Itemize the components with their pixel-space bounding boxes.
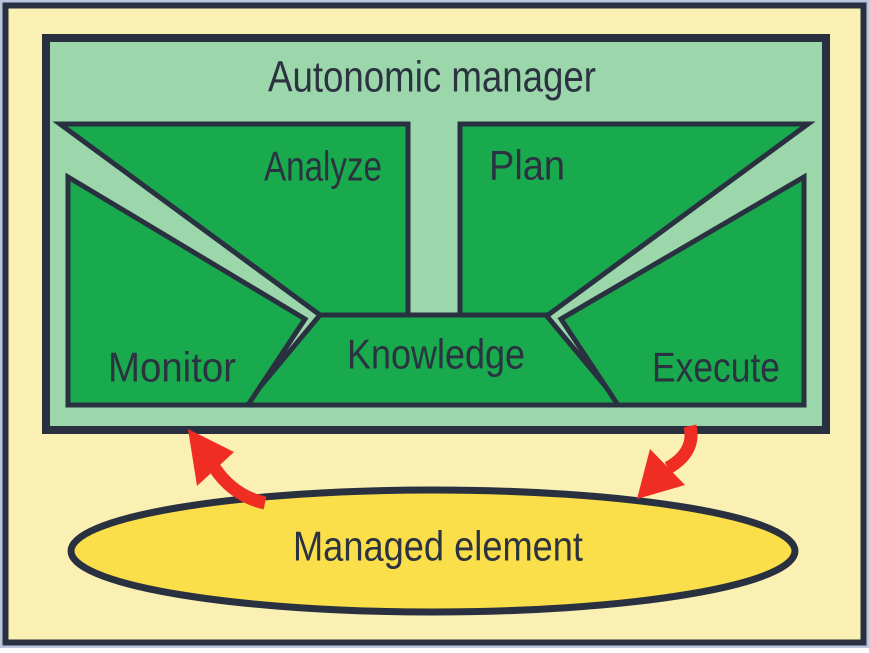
plan-block [457,121,816,318]
down-arrow-shaft [664,424,698,474]
monitor-block [65,172,309,408]
execute-block [557,172,807,408]
up-arrow-head [188,429,234,486]
managed-element-ellipse [67,486,799,616]
up-arrow-shaft [208,463,267,510]
analyze-label: Analyze [264,143,382,190]
execute-label: Execute [652,344,780,391]
managed-element-label: Managed element [293,523,583,570]
monitor-label: Monitor [108,344,236,391]
arrow-managed-element-to-monitor-icon [188,429,267,510]
arrow-execute-to-managed-element-icon [637,424,698,499]
plan-label: Plan [489,142,565,189]
down-arrow-head [637,449,685,499]
analyze-block [52,121,411,318]
autonomic-manager-title: Autonomic manager [268,53,596,102]
knowledge-label: Knowledge [347,331,525,378]
